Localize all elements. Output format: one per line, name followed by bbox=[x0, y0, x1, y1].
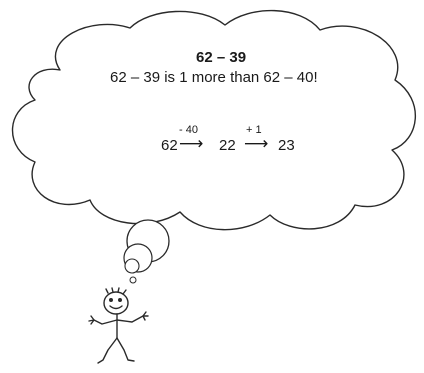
right-arrow-icon: ⟶ bbox=[179, 134, 204, 153]
thought-cloud bbox=[11, 9, 417, 231]
operation-minus-forty: - 40 bbox=[179, 124, 198, 136]
operation-plus-one: + 1 bbox=[246, 124, 262, 136]
sequence-middle: 22 bbox=[219, 137, 236, 154]
sequence-start: 62 bbox=[161, 137, 178, 154]
problem-statement: 62 – 39 is 1 more than 62 – 40! bbox=[110, 69, 318, 86]
sequence-end: 23 bbox=[278, 137, 295, 154]
problem-title: 62 – 39 bbox=[196, 49, 247, 66]
right-arrow-icon: ⟶ bbox=[244, 134, 269, 153]
thought-bubble-tiny bbox=[129, 276, 137, 284]
thought-bubble-small bbox=[124, 258, 140, 274]
stick-figure-thinking-icon bbox=[88, 287, 149, 364]
